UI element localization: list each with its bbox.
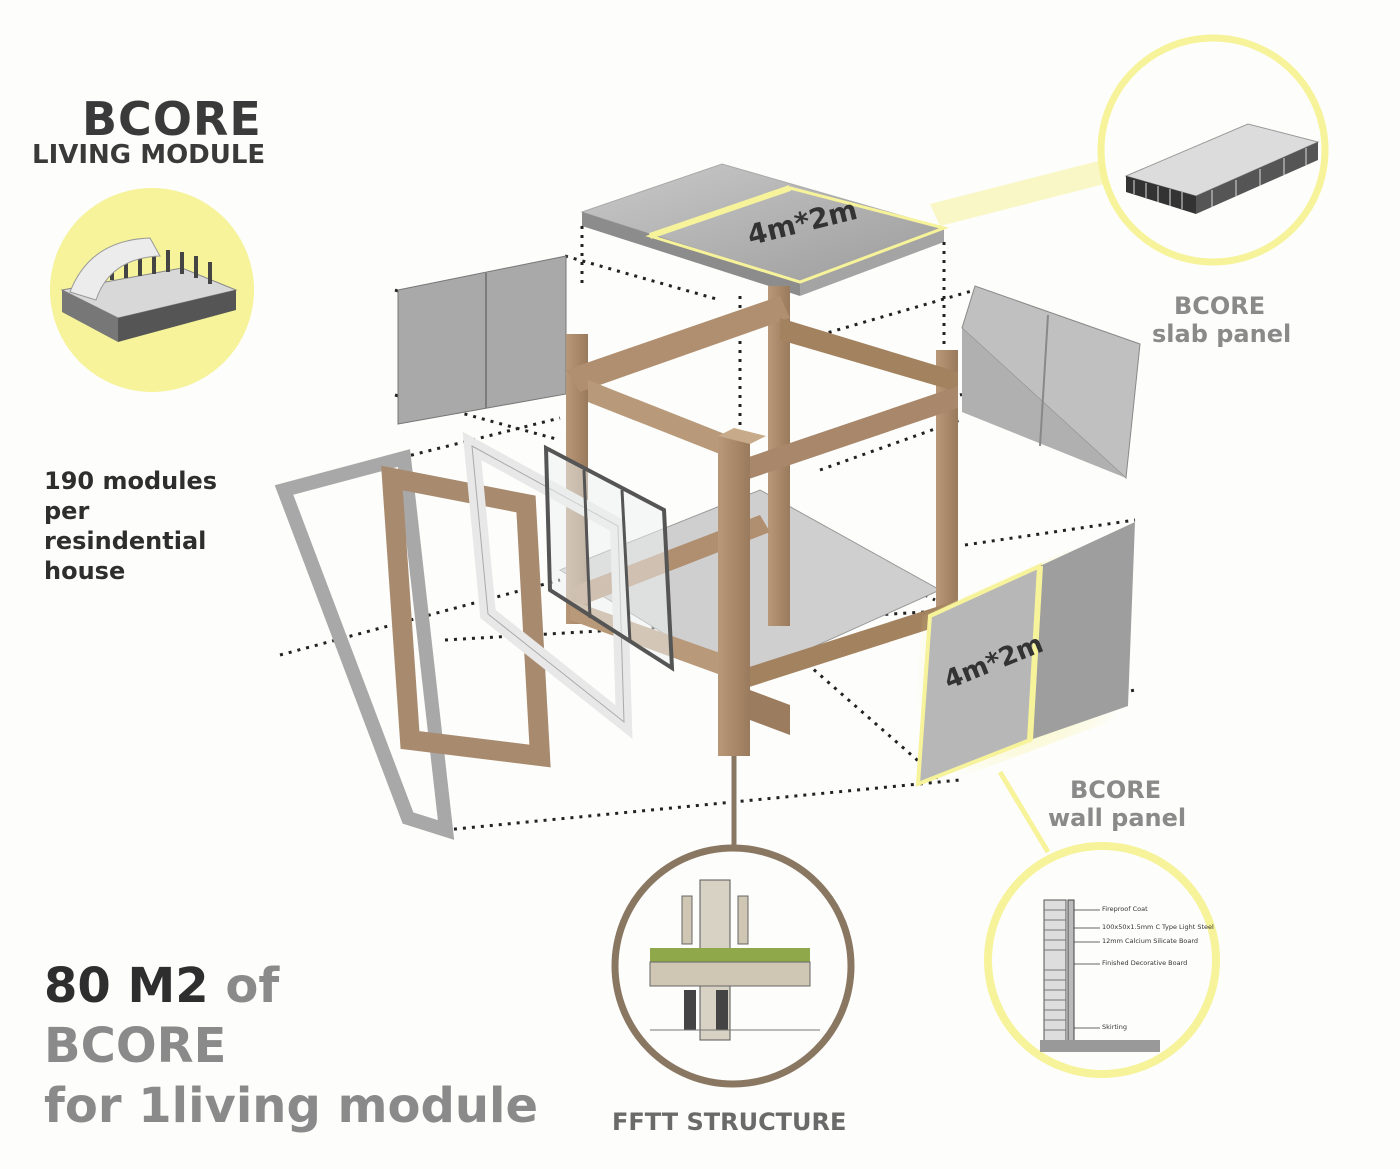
honeycomb-circle: [50, 188, 254, 392]
slab-panel-circle: [930, 34, 1329, 266]
wall-detail-note: Fireproof Coat: [1102, 905, 1148, 913]
stat-material: BCORE: [44, 1018, 227, 1074]
fftt-structure-circle: [611, 756, 855, 1088]
fftt-structure-label: FFTT STRUCTURE: [612, 1108, 847, 1136]
modules-note: 190 modules per resindential house: [44, 466, 284, 586]
top-slab-panel: [580, 163, 949, 296]
stat-of: of: [225, 958, 280, 1014]
stat-purpose: for 1living module: [44, 1078, 539, 1134]
back-right-wall-panel: [961, 285, 1141, 480]
back-left-wall-panel: [397, 255, 567, 425]
page-title: BCORE: [82, 92, 262, 146]
wall-detail-circle: [984, 770, 1220, 1078]
front-right-wall-panel: [910, 522, 1135, 796]
wall-detail-note: 100x50x1.5mm C Type Light Steel: [1102, 923, 1214, 931]
slab-label-line1: BCORE: [1174, 292, 1266, 320]
modules-line: resindential: [44, 527, 207, 555]
wall-detail-note: 12mm Calcium Silicate Board: [1102, 937, 1199, 945]
wall-label-line2: wall panel: [1048, 804, 1187, 832]
glass-window: [543, 444, 675, 672]
wall-detail-note: Finished Decorative Board: [1102, 959, 1188, 967]
page-subtitle: LIVING MODULE: [32, 140, 266, 170]
modules-line: per: [44, 497, 90, 525]
stat-line-1: 80 M2 of: [44, 958, 279, 1014]
wall-detail-note: Skirting: [1102, 1023, 1127, 1031]
stat-amount: 80 M2: [44, 958, 209, 1014]
slab-label-line2: slab panel: [1152, 320, 1292, 348]
modules-line: 190 modules: [44, 467, 218, 495]
steel-frame-outer: [274, 449, 455, 840]
wall-label-line1: BCORE: [1070, 776, 1162, 804]
modules-line: house: [44, 557, 126, 585]
